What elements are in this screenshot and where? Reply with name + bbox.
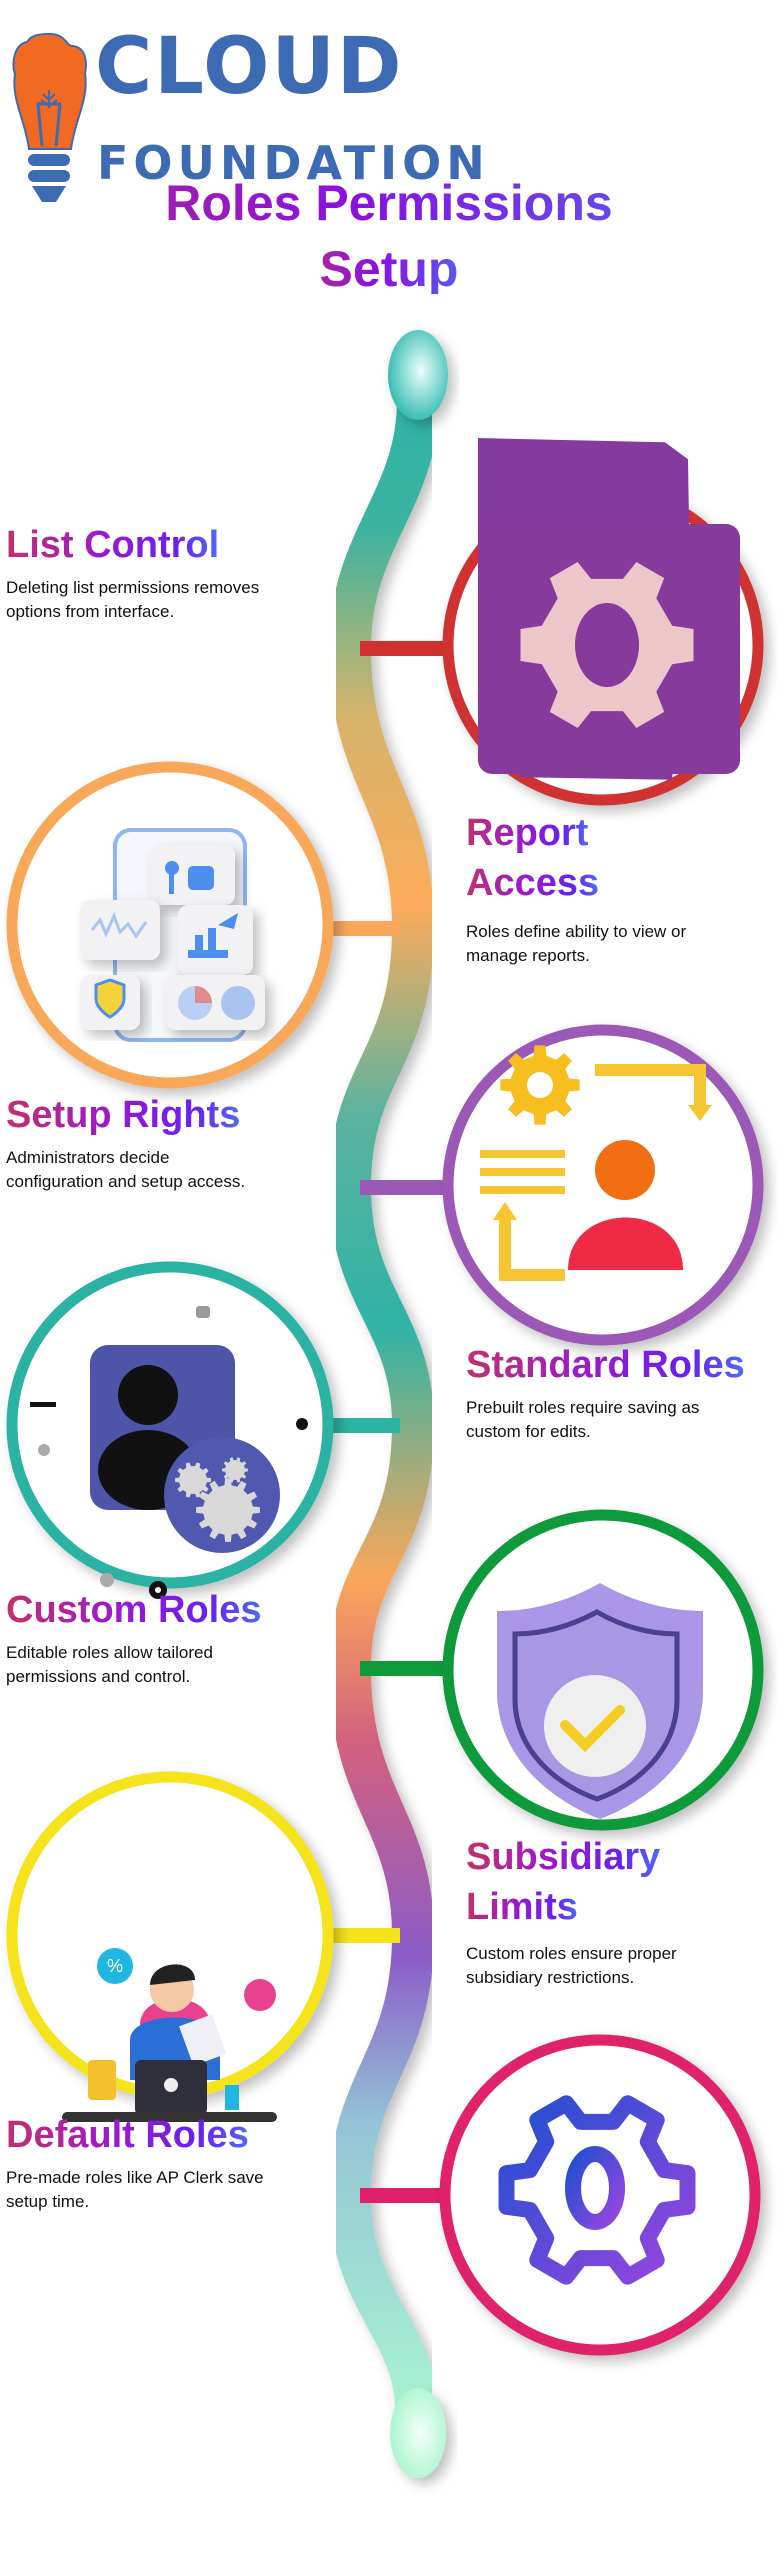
gear-user-arrows-icon (480, 1045, 712, 1281)
circle-default-roles (439, 2034, 761, 2356)
step-description: Custom roles ensure proper subsidiary re… (466, 1944, 677, 1987)
phone-dashboard-icon (80, 828, 265, 1042)
logo-text-foundation: FOUNDATION (97, 136, 490, 190)
timeline-start-knob (388, 330, 448, 420)
step-setup-rights: Setup Rights Administrators decide confi… (6, 1090, 306, 1194)
shield-check-icon (497, 1583, 703, 1819)
timeline-path (328, 379, 439, 2431)
step-list-control: List Control Deleting list permissions r… (6, 520, 306, 624)
step-description: Editable roles allow tailored permission… (6, 1643, 213, 1686)
step-custom-roles: Custom Roles Editable roles allow tailor… (6, 1585, 306, 1689)
logo-bulb-icon (12, 32, 87, 202)
connector-list-control (360, 641, 450, 656)
step-title-line1: Report (466, 808, 588, 858)
step-description: Administrators decide configuration and … (6, 1148, 246, 1191)
page-title-line1: Roles Permissions (0, 178, 778, 228)
logo-text-cloud: CLOUD (95, 22, 404, 112)
step-title-line2: Limits (466, 1882, 578, 1932)
step-description: Prebuilt roles require saving as custom … (466, 1398, 700, 1441)
step-title: List Control (6, 520, 219, 570)
step-subsidiary-limits: Subsidiary Limits Custom roles ensure pr… (466, 1832, 766, 1990)
user-gears-icon (30, 1306, 308, 1599)
person-laptop-icon: % (62, 1948, 277, 2122)
step-title: Custom Roles (6, 1585, 261, 1635)
connector-default-roles (360, 2188, 440, 2203)
step-default-roles: Default Roles Pre-made roles like AP Cle… (6, 2110, 306, 2214)
svg-text:%: % (107, 1956, 123, 1976)
step-report-access: Report Access Roles define ability to vi… (466, 808, 766, 968)
step-description: Pre-made roles like AP Clerk save setup … (6, 2168, 264, 2211)
step-title-line1: Subsidiary (466, 1832, 660, 1882)
step-title: Setup Rights (6, 1090, 240, 1140)
step-title: Default Roles (6, 2110, 249, 2160)
connector-custom-roles (360, 1661, 450, 1676)
step-title-line2: Access (466, 858, 599, 908)
gear-outline-icon (498, 2095, 696, 2285)
connector-standard-roles (320, 1418, 400, 1433)
connector-report-access (320, 921, 400, 936)
connector-setup-rights (360, 1180, 450, 1195)
page-title-line2: Setup (300, 244, 478, 294)
step-standard-roles: Standard Roles Prebuilt roles require sa… (466, 1340, 766, 1444)
gear-icon (478, 438, 740, 780)
connector-subsidiary-limits (320, 1928, 400, 1943)
step-description: Deleting list permissions removes option… (6, 578, 260, 621)
step-title: Standard Roles (466, 1340, 745, 1390)
timeline-end-knob (390, 2388, 446, 2478)
step-description: Roles define ability to view or manage r… (466, 922, 687, 965)
